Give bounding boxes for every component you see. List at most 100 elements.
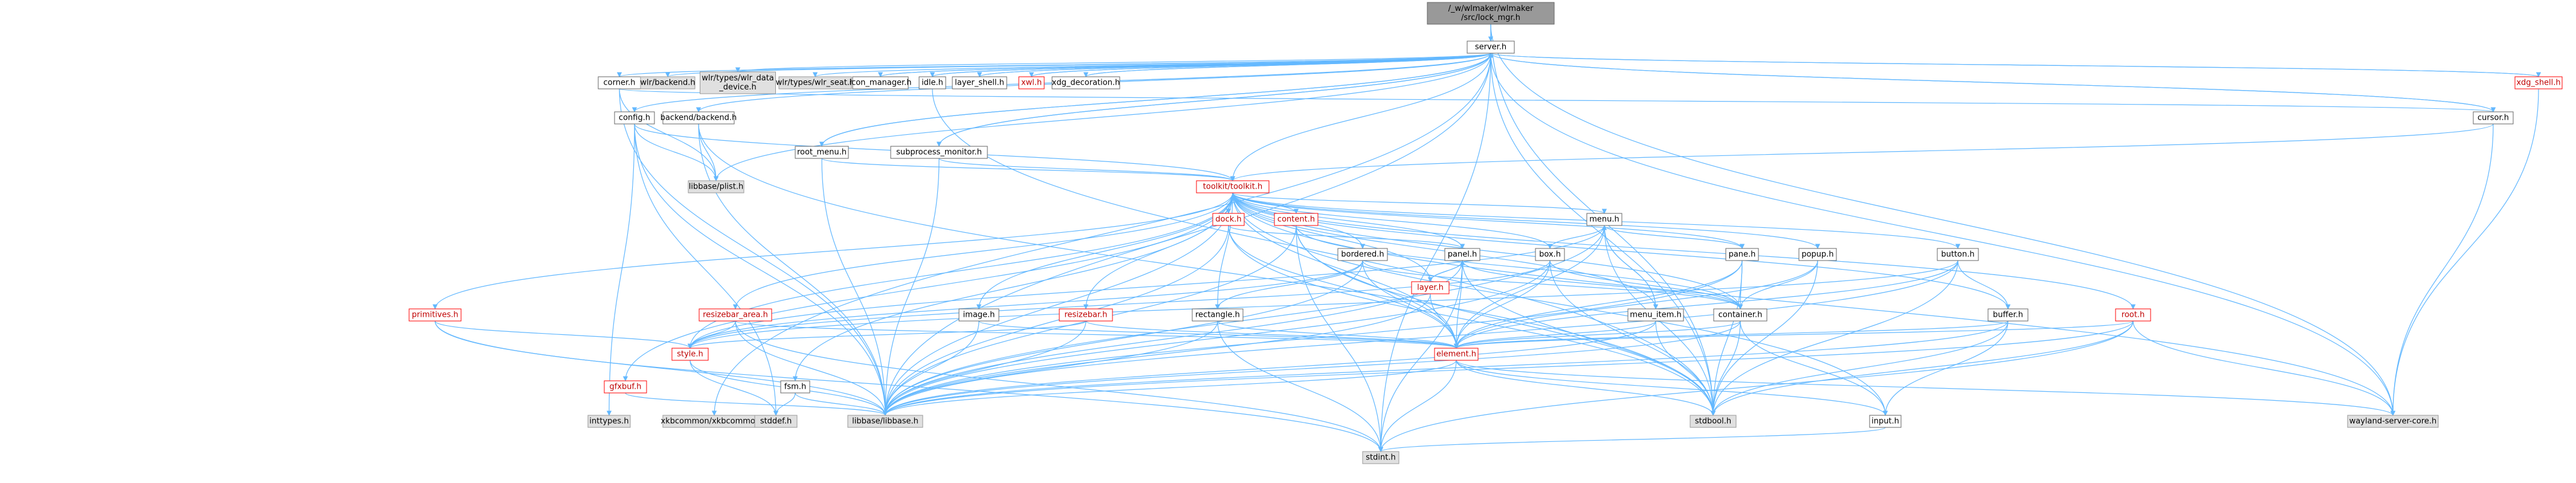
edge-toolkit-to-image <box>976 192 1233 310</box>
node-input[interactable]: input.h <box>1869 415 1902 428</box>
edge-root_h-to-stdbool <box>1710 320 2134 416</box>
edge-element-to-stdint <box>1378 360 1457 452</box>
edge-primitives-to-libbase <box>434 320 888 416</box>
edge-toolkit-to-input <box>1232 192 1888 416</box>
edge-backend-to-plist <box>698 123 719 181</box>
edge-buffer-to-libbase <box>882 320 2009 416</box>
node-box-root_menu <box>795 146 849 159</box>
node-label-root: /src/lock_mgr.h <box>1461 13 1520 22</box>
edge-server-to-wlr_backend <box>665 53 1491 77</box>
edge-toolkit-to-fsm <box>792 192 1233 381</box>
node-bordered[interactable]: bordered.h <box>1337 248 1388 261</box>
node-xwl[interactable]: xwl.h <box>1018 76 1045 89</box>
edge-bordered-to-container <box>1362 260 1743 310</box>
node-box-popup <box>1798 248 1837 261</box>
node-root_menu[interactable]: root_menu.h <box>795 146 849 159</box>
node-root_h[interactable]: root.h <box>2115 308 2151 322</box>
node-xdg_decoration[interactable]: xdg_decoration.h <box>1051 76 1120 89</box>
edge-menu-to-pane <box>1604 225 1745 249</box>
node-box-subprocess_monitor <box>890 146 988 159</box>
node-label-box: box.h <box>1539 250 1561 259</box>
edge-box-to-element <box>1453 260 1551 349</box>
node-image[interactable]: image.h <box>958 308 999 322</box>
edge-backend-to-libbase <box>698 123 888 416</box>
node-dock[interactable]: dock.h <box>1212 213 1245 226</box>
node-box-style <box>671 348 709 361</box>
node-element[interactable]: element.h <box>1434 348 1479 361</box>
edge-buffer-to-element <box>1454 320 2009 349</box>
edge-style-to-stddef <box>689 360 779 416</box>
edge-resizebar-to-element <box>1085 320 1459 349</box>
node-pane[interactable]: pane.h <box>1725 248 1759 261</box>
edge-resizebar_area-to-libbase <box>735 320 888 416</box>
edge-toolkit-to-box <box>1232 192 1553 249</box>
edge-image-to-element <box>978 320 1459 349</box>
node-server[interactable]: server.h <box>1467 41 1515 54</box>
node-resizebar[interactable]: resizebar.h <box>1059 308 1113 322</box>
node-menu[interactable]: menu.h <box>1586 213 1622 226</box>
node-label-wlr_backend: wlr/backend.h <box>640 79 695 88</box>
edge-bordered-to-style <box>687 260 1363 349</box>
node-box-xwl <box>1018 76 1045 89</box>
node-layer[interactable]: layer.h <box>1411 281 1450 294</box>
node-corner[interactable]: corner.h <box>598 76 641 89</box>
node-box-xdg_decoration <box>1051 76 1120 89</box>
edge-fsm-to-libbase <box>795 392 888 416</box>
node-box-xdg_shell <box>2514 76 2563 89</box>
edge-gfxbuf-to-libbase <box>625 392 888 416</box>
node-subprocess_monitor[interactable]: subprocess_monitor.h <box>890 146 988 159</box>
node-config[interactable]: config.h <box>614 111 655 125</box>
edge-xdg_shell-to-server <box>1488 53 2539 77</box>
node-label-container: container.h <box>1719 311 1763 320</box>
node-libbase: libbase/libbase.h <box>847 415 923 428</box>
node-box[interactable]: box.h <box>1535 248 1565 261</box>
node-label-resizebar_area: resizebar_area.h <box>703 311 768 320</box>
node-box-config <box>614 111 655 125</box>
node-panel[interactable]: panel.h <box>1444 248 1480 261</box>
edge-container-to-input <box>1740 320 1888 416</box>
node-gfxbuf[interactable]: gfxbuf.h <box>604 380 647 394</box>
edge-box-to-style <box>687 260 1551 349</box>
node-buffer[interactable]: buffer.h <box>1987 308 2029 322</box>
node-label-idle: idle.h <box>922 79 943 88</box>
node-label-root_menu: root_menu.h <box>797 148 847 157</box>
edge-box-to-libbase <box>882 260 1551 416</box>
edge-box-to-container <box>1549 260 1743 310</box>
node-label-root: /_w/wlmaker/wlmaker <box>1448 4 1534 13</box>
edge-layer_shell-to-server <box>979 53 1493 77</box>
edge-toolkit-to-resizebar <box>1083 192 1233 310</box>
node-toolkit[interactable]: toolkit/toolkit.h <box>1196 180 1270 193</box>
node-root[interactable]: /_w/wlmaker/wlmaker/src/lock_mgr.h <box>1427 2 1555 25</box>
edge-resizebar-to-libbase <box>882 320 1086 416</box>
node-primitives[interactable]: primitives.h <box>408 308 462 322</box>
node-label-wlr_seat: wlr/types/wlr_seat.h <box>776 79 854 88</box>
node-icon_manager[interactable]: icon_manager.h <box>849 76 912 89</box>
node-backend[interactable]: backend/backend.h <box>660 111 737 125</box>
node-popup[interactable]: popup.h <box>1798 248 1837 261</box>
node-layer_shell[interactable]: layer_shell.h <box>952 76 1007 89</box>
node-container[interactable]: container.h <box>1713 308 1767 322</box>
node-rectangle[interactable]: rectangle.h <box>1192 308 1244 322</box>
node-label-rectangle: rectangle.h <box>1195 311 1240 320</box>
node-menu_item[interactable]: menu_item.h <box>1627 308 1684 322</box>
node-fsm[interactable]: fsm.h <box>780 380 810 394</box>
node-label-stdint: stdint.h <box>1366 453 1395 462</box>
node-content[interactable]: content.h <box>1274 213 1319 226</box>
edge-icon_manager-to-server <box>880 53 1493 77</box>
node-resizebar_area[interactable]: resizebar_area.h <box>699 308 772 322</box>
node-style[interactable]: style.h <box>671 348 709 361</box>
node-box-backend <box>662 111 735 125</box>
edge-primitives-to-stdint <box>434 320 1384 452</box>
edge-menu_item-to-menu <box>1601 225 1656 310</box>
node-button[interactable]: button.h <box>1937 248 1979 261</box>
edge-layer-to-libbase <box>882 293 1431 416</box>
edge-element-to-stdbool <box>1456 360 1716 416</box>
edge-toolkit-to-panel <box>1232 192 1465 249</box>
node-cursor[interactable]: cursor.h <box>2473 111 2514 125</box>
edge-button-to-libbase <box>882 260 1958 416</box>
node-xkbcommon: xkbcommon/xkbcommon.h <box>661 415 767 428</box>
edge-root_h-to-wayland_server_core <box>2132 320 2396 416</box>
node-xdg_shell[interactable]: xdg_shell.h <box>2514 76 2563 89</box>
node-box-wlr_seat <box>778 76 852 89</box>
node-idle[interactable]: idle.h <box>918 76 946 89</box>
